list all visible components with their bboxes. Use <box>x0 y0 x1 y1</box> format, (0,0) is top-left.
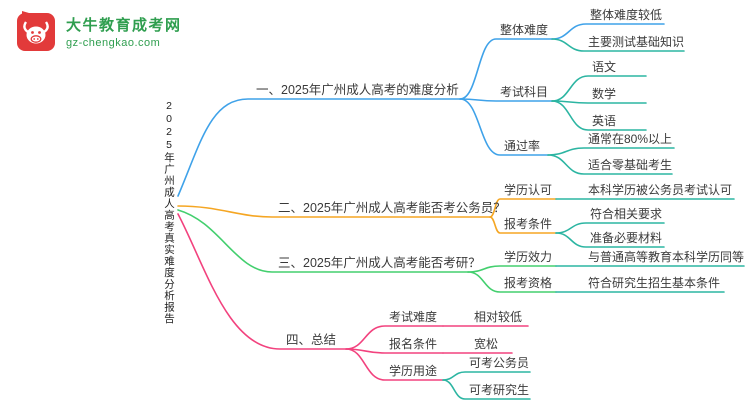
site-url: gz-chengkao.com <box>66 36 161 49</box>
node-apply-conditions: 报考条件 <box>504 217 553 231</box>
node-exam-subjects: 考试科目 <box>500 85 549 99</box>
branch4-leaf-links <box>442 371 531 400</box>
branch3-title: 三、2025年广州成人高考能否考研？ <box>278 256 481 270</box>
branch3-leaf-links <box>555 265 745 293</box>
node-pass-rate-value: 通常在80%以上 <box>588 132 673 146</box>
node-usage-grad-school: 可考研究生 <box>469 383 530 397</box>
node-overall-difficulty: 整体难度 <box>500 23 549 37</box>
branch1-title: 一、2025年广州成人高考的难度分析 <box>256 83 459 97</box>
node-eligibility-detail: 符合研究生招生基本条件 <box>588 276 721 290</box>
site-logo: 大牛教育成考网 gz-chengkao.com <box>16 10 182 52</box>
node-meet-requirements: 符合相关要求 <box>590 207 663 221</box>
site-name: 大牛教育成考网 <box>66 16 182 34</box>
node-subject-math: 数学 <box>592 87 617 101</box>
node-subject-english: 英语 <box>592 114 617 128</box>
node-tests-basics: 主要测试基础知识 <box>588 35 685 49</box>
branch3-links <box>177 209 557 293</box>
node-signup-loose: 宽松 <box>474 337 499 351</box>
node-exam-difficulty: 考试难度 <box>389 310 438 324</box>
node-difficulty-low: 相对较低 <box>474 310 523 324</box>
branch2-leaf-links <box>555 198 735 248</box>
branch2-links <box>177 198 557 234</box>
node-usage-civil-servant: 可考公务员 <box>469 356 530 370</box>
bull-icon <box>17 11 55 51</box>
root-node: 2025年广州成人高考真实难度分析报告 <box>163 100 175 325</box>
node-degree-validity: 学历效力 <box>504 250 553 264</box>
branch1-leaf-links <box>547 38 685 175</box>
branch4-title: 四、总结 <box>286 333 337 347</box>
branch2-title: 二、2025年广州成人高考能否考公务员？ <box>278 201 506 215</box>
node-degree-recognition: 学历认可 <box>504 183 553 197</box>
node-zero-basis: 适合零基础考生 <box>588 158 673 172</box>
branch4-links <box>177 213 529 381</box>
node-degree-usage: 学历用途 <box>389 364 438 378</box>
branch1-links <box>177 23 665 197</box>
node-overall-low: 整体难度较低 <box>590 8 663 22</box>
node-apply-eligibility: 报考资格 <box>504 276 553 290</box>
node-recognition-detail: 本科学历被公务员考试认可 <box>588 183 733 197</box>
site-logo-text: 大牛教育成考网 gz-chengkao.com <box>66 14 182 49</box>
node-prepare-materials: 准备必要材料 <box>590 231 663 245</box>
node-subject-chinese: 语文 <box>592 60 617 74</box>
node-signup-conditions: 报名条件 <box>389 337 438 351</box>
node-validity-detail: 与普通高等教育本科学历同等 <box>588 250 745 264</box>
node-pass-rate: 通过率 <box>504 139 541 153</box>
